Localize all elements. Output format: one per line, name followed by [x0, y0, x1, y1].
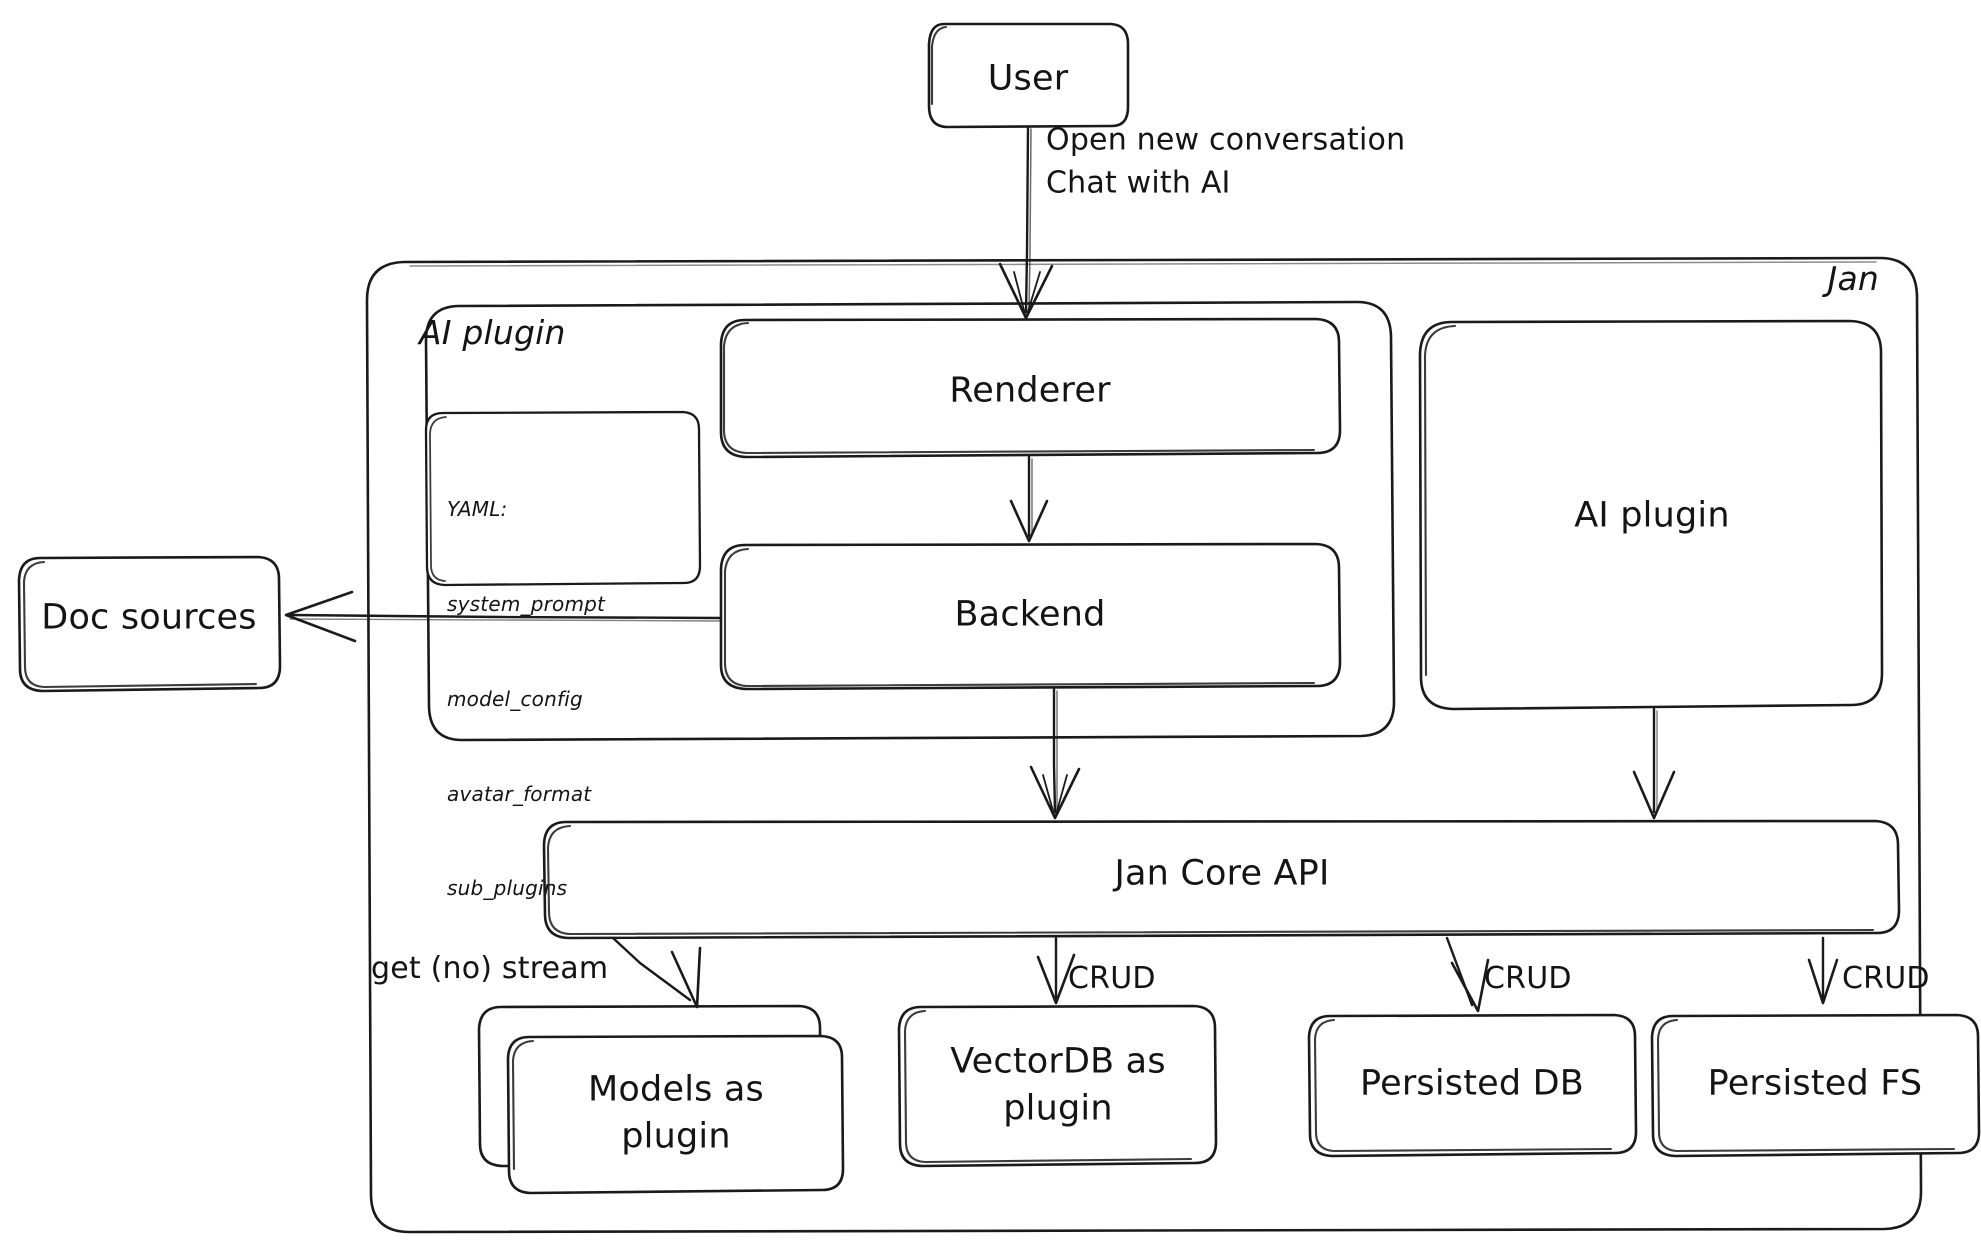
yaml-key-model-config: model_config: [447, 686, 583, 711]
edge-backend-to-core: [1029, 687, 1081, 820]
edge-label-user-to-renderer: Open new conversation Chat with AI: [1046, 122, 1406, 200]
user-label: User: [987, 58, 1069, 99]
vectordb-as-plugin-label: VectorDB as plugin: [950, 1041, 1166, 1128]
edge-core-to-persisted-db: [1445, 936, 1490, 1013]
doc-sources-box[interactable]: [17, 555, 282, 693]
edge-renderer-to-backend: [1009, 455, 1049, 543]
yaml-card-text: YAML: system_prompt model_config avatar_…: [447, 431, 605, 968]
jan-container: [365, 256, 1923, 1234]
edge-label-core-to-vectordb: CRUD: [1068, 960, 1156, 996]
models-as-plugin-box[interactable]: [477, 1004, 845, 1195]
jan-core-api-box[interactable]: [542, 819, 1901, 940]
edge-core-to-persisted-fs: [1807, 936, 1839, 1005]
edge-label-core-to-persisted-fs: CRUD: [1842, 960, 1930, 996]
doc-sources-label: Doc sources: [41, 597, 257, 638]
edge-ai-plugin-to-core: [1632, 707, 1676, 820]
edge-backend-to-doc-sources: [284, 590, 723, 643]
backend-label: Backend: [954, 594, 1106, 635]
ai-plugin-right-label: AI plugin: [1574, 495, 1730, 536]
backend-box[interactable]: [719, 542, 1342, 691]
ai-plugin-group-container: [424, 300, 1396, 742]
yaml-key-system-prompt: system_prompt: [447, 591, 606, 616]
edge-core-to-vectordb: [1036, 936, 1076, 1005]
yaml-key-avatar-format: avatar_format: [447, 781, 592, 806]
persisted-db-box[interactable]: [1307, 1013, 1638, 1158]
renderer-box[interactable]: [719, 317, 1342, 459]
persisted-db-label: Persisted DB: [1360, 1063, 1584, 1104]
edge-label-core-to-models: get (no) stream: [371, 950, 609, 986]
edge-user-to-renderer: [998, 125, 1054, 320]
jan-core-api-label: Jan Core API: [1114, 853, 1330, 894]
vectordb-as-plugin-box[interactable]: [897, 1004, 1218, 1168]
yaml-header: YAML:: [447, 497, 508, 522]
jan-title-label: Jan: [1827, 258, 1879, 298]
renderer-label: Renderer: [949, 370, 1111, 411]
yaml-card: [424, 410, 702, 587]
models-as-plugin-label: Models as plugin: [588, 1069, 764, 1156]
user-box[interactable]: [927, 22, 1130, 129]
persisted-fs-box[interactable]: [1650, 1013, 1981, 1158]
ai-plugin-right-box[interactable]: [1418, 319, 1884, 711]
edge-core-to-models: [611, 936, 702, 1009]
yaml-key-sub-plugins: sub_plugins: [447, 876, 568, 901]
persisted-fs-label: Persisted FS: [1707, 1063, 1923, 1104]
ai-plugin-group-label: AI plugin: [419, 313, 566, 352]
edge-label-core-to-persisted-db: CRUD: [1484, 960, 1572, 996]
